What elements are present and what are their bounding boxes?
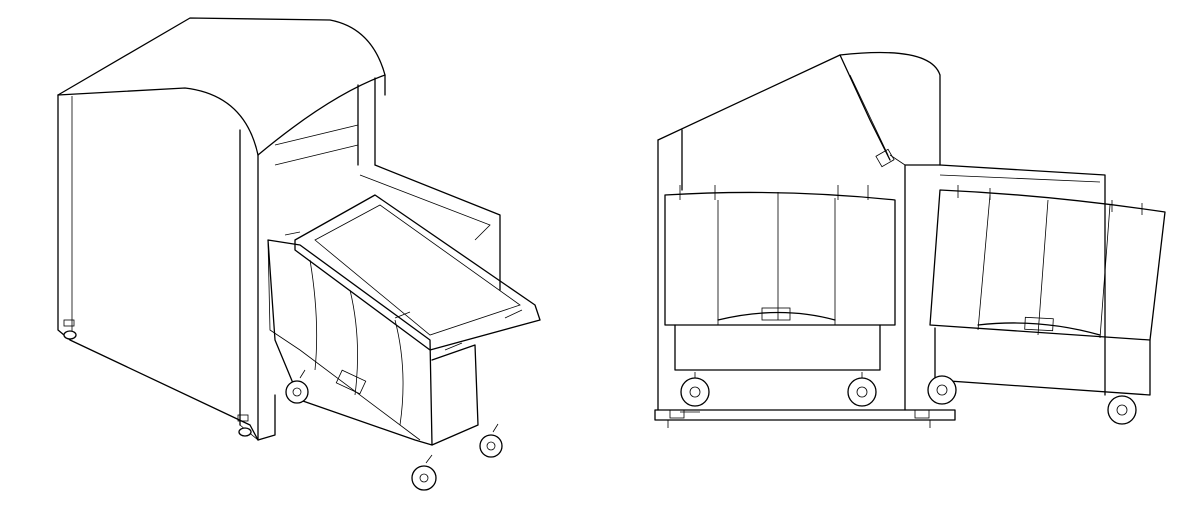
cabinet-body (57, 17, 386, 441)
drawer-frame (294, 164, 541, 351)
perspective-view-figure (57, 17, 541, 491)
waste-bin-left (664, 185, 896, 407)
cabinet-body (657, 51, 1106, 411)
base-frame (654, 409, 956, 428)
waste-bin-right-tilted (927, 185, 1166, 425)
side-view-figure (654, 51, 1166, 428)
waste-bin (267, 231, 523, 491)
